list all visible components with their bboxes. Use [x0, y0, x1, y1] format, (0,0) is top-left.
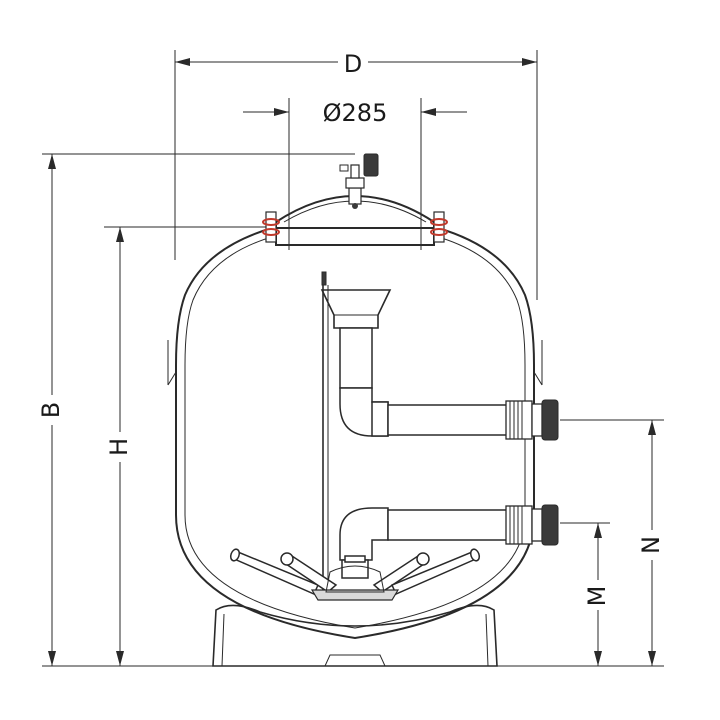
dimension-d: D — [174, 48, 538, 300]
air-release-valve — [339, 153, 379, 209]
bottom-laterals — [229, 548, 481, 601]
dimension-h: H — [104, 226, 270, 666]
lower-outlet-pipe — [339, 507, 509, 561]
lid-clamp-right — [430, 211, 448, 243]
filter-base — [212, 604, 498, 667]
lid-diameter-label: Ø285 — [323, 99, 388, 127]
dimension-b: B — [37, 153, 355, 666]
top-diffuser — [320, 289, 392, 389]
dimension-d-label: D — [344, 50, 362, 78]
lid-clamp-left — [262, 211, 280, 243]
dimension-n: N — [560, 419, 665, 666]
central-standpipe — [321, 271, 329, 590]
upper-inlet-pipe — [339, 387, 509, 437]
dimension-n-label: N — [637, 536, 665, 554]
dimension-m-label: M — [583, 586, 611, 607]
dimension-m: M — [560, 522, 611, 666]
lower-port-coupling — [505, 504, 559, 546]
dimension-b-label: B — [37, 402, 65, 418]
filter-tank — [167, 227, 543, 640]
upper-port-coupling — [505, 399, 559, 441]
dimension-lid-diameter: Ø285 — [243, 98, 467, 250]
dimension-h-label: H — [105, 438, 133, 456]
